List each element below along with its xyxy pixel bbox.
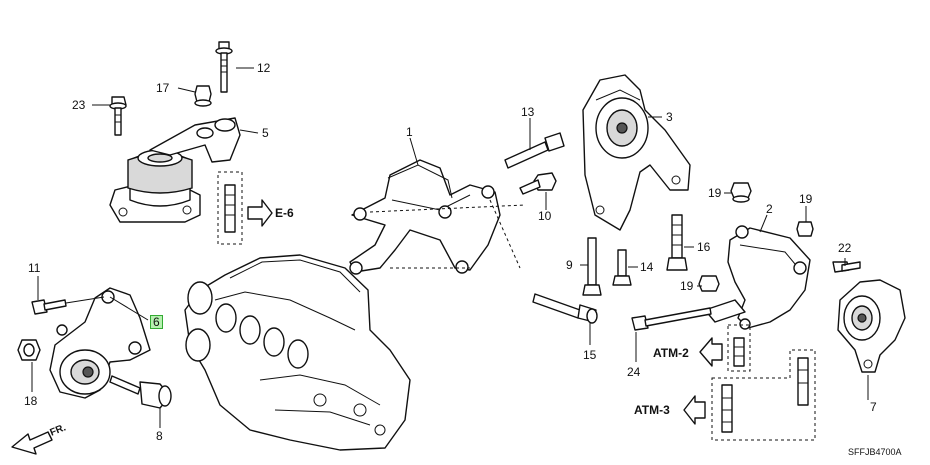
callout-11: 11 — [28, 261, 41, 275]
callout-19-c: 19 — [680, 279, 694, 293]
leader-lines — [31, 67, 869, 428]
callout-16: 16 — [697, 240, 711, 254]
callout-1: 1 — [406, 125, 413, 139]
part-6-front-mount — [49, 287, 151, 399]
reference-atm-3: ATM-3 — [634, 403, 670, 417]
part-3-transmission-mount — [582, 74, 691, 231]
callout-7: 7 — [870, 400, 877, 414]
callout-10: 10 — [538, 209, 552, 223]
bolt-24 — [631, 307, 712, 331]
nut-18 — [17, 339, 41, 361]
callout-6: 6 — [150, 315, 163, 329]
callout-5: 5 — [262, 126, 269, 140]
nut-10 — [519, 172, 557, 195]
nut-19-a — [730, 182, 752, 203]
atm-3-stud-group — [683, 349, 816, 441]
stud-e6-dashed-group — [217, 171, 273, 245]
nut-19-c — [698, 275, 720, 292]
callout-3: 3 — [666, 110, 673, 124]
callout-2: 2 — [766, 202, 773, 216]
bolt-22 — [832, 261, 861, 273]
callout-19-a: 19 — [708, 186, 722, 200]
part-7-rear-mount — [837, 279, 906, 373]
bolt-14 — [612, 249, 632, 286]
callout-23: 23 — [72, 98, 86, 112]
reference-atm-2: ATM-2 — [653, 346, 689, 360]
engine-block — [184, 254, 411, 451]
part-1-mount-bracket — [349, 159, 526, 275]
part-2-bracket — [704, 225, 811, 330]
bolt-16 — [666, 214, 688, 271]
reference-e-6: E-6 — [275, 206, 294, 220]
front-direction-arrow — [11, 431, 53, 455]
bolt-15 — [532, 293, 598, 324]
callout-17: 17 — [156, 81, 170, 95]
callout-15: 15 — [583, 348, 597, 362]
part-5-engine-side-mount — [109, 117, 241, 223]
callout-12: 12 — [257, 61, 271, 75]
nut-17 — [194, 85, 212, 107]
bolt-12 — [215, 41, 233, 93]
bolt-8-through-bolt — [109, 375, 172, 409]
bolt-13 — [504, 132, 565, 169]
nut-19-b — [796, 221, 814, 237]
atm-2-stud-group — [699, 324, 751, 372]
callout-18: 18 — [24, 394, 38, 408]
callout-22: 22 — [838, 241, 852, 255]
bolt-9 — [582, 237, 602, 296]
callout-14: 14 — [640, 260, 654, 274]
bolt-11 — [31, 299, 67, 315]
callout-24: 24 — [627, 365, 641, 379]
callout-19-b: 19 — [799, 192, 813, 206]
callout-8: 8 — [156, 429, 163, 443]
callout-13: 13 — [521, 105, 535, 119]
diagram-code: SFFJB4700A — [848, 447, 902, 457]
callout-9: 9 — [566, 258, 573, 272]
bolt-23 — [109, 96, 127, 136]
